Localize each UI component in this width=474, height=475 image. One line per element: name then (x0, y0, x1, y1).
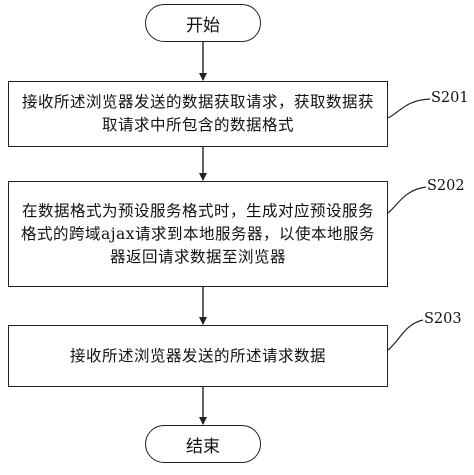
step-s201-box: 接收所述浏览器发送的数据获取请求，获取数据获取请求中所包含的数据格式 (8, 81, 388, 147)
step-s203-text: 接收所述浏览器发送的所述请求数据 (69, 346, 326, 365)
start-label: 开始 (186, 15, 220, 36)
step-s202-box: 在数据格式为预设服务格式时，生成对应预设服务格式的跨域ajax请求到本地服务器，… (8, 181, 388, 287)
end-label: 结束 (186, 436, 220, 457)
step-s203-box: 接收所述浏览器发送的所述请求数据 (8, 325, 388, 387)
step-s202-label: S202 (427, 178, 465, 194)
leader-line-s201 (387, 98, 431, 119)
leader-line-s202 (387, 186, 427, 214)
step-s202-text: 在数据格式为预设服务格式时，生成对应预设服务格式的跨域ajax请求到本地服务器，… (20, 201, 376, 266)
leader-line-s203 (387, 319, 424, 351)
step-s201-label: S201 (431, 90, 469, 106)
step-s203-label: S203 (424, 311, 462, 327)
start-terminal: 开始 (145, 4, 261, 42)
end-terminal: 结束 (145, 425, 261, 463)
step-s201-text: 接收所述浏览器发送的数据获取请求，获取数据获取请求中所包含的数据格式 (21, 93, 374, 134)
